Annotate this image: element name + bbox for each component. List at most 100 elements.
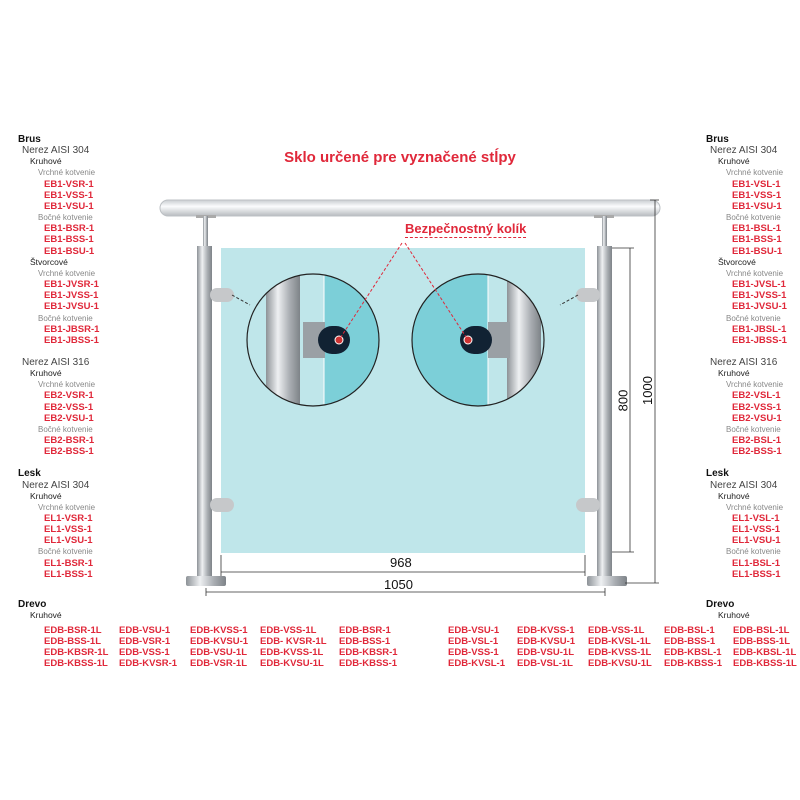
product-code: EB1-BSU-1 xyxy=(44,245,95,257)
product-code: EDB-KVSU-1 xyxy=(190,636,249,648)
glass-clamps xyxy=(210,288,600,512)
product-code: EB1-JVSU-1 xyxy=(732,301,787,313)
material-heading: Nerez AISI 304 xyxy=(710,145,778,157)
mounting-type-label: Bočné kotvenie xyxy=(726,313,781,323)
product-code: EB2-VSL-1 xyxy=(732,390,781,402)
product-code: EDB-BSS-1L xyxy=(44,636,102,648)
safety-pin-label: Bezpečnostný kolík xyxy=(405,221,527,238)
mounting-type-label: Bočné kotvenie xyxy=(726,424,781,434)
product-code: EB1-JVSR-1 xyxy=(44,279,99,291)
spacer xyxy=(18,346,99,357)
product-code: EDB-KVSU-1L xyxy=(260,658,324,670)
product-code: EDB-VSL-1 xyxy=(448,636,499,648)
product-code: EB1-BSS-1 xyxy=(732,234,782,246)
product-code: EDB-VSS-1 xyxy=(448,647,499,659)
mounting-type-label: Vrchné kotvenie xyxy=(38,380,96,390)
drevo-heading: Drevo xyxy=(18,599,47,610)
material-heading: Nerez AISI 304 xyxy=(22,145,90,157)
product-code: EDB-KVSU-1 xyxy=(517,636,576,648)
product-code: EB2-BSS-1 xyxy=(44,446,94,458)
shape-heading: Štvorcové xyxy=(30,256,68,267)
product-code: EB2-VSS-1 xyxy=(732,401,782,413)
handrail xyxy=(159,199,661,217)
product-code: EDB-KBSR-1L xyxy=(44,647,109,659)
product-code: EDB-BSL-1L xyxy=(733,625,790,636)
mounting-type-label: Vrchné kotvenie xyxy=(38,268,96,278)
product-code: EDB-KVSS-1L xyxy=(260,647,324,659)
mounting-type-label: Bočné kotvenie xyxy=(38,313,93,323)
product-code: EDB-VSU-1L xyxy=(190,647,248,659)
product-code: EL1-BSS-1 xyxy=(44,568,93,580)
dimension-lines xyxy=(205,199,659,596)
mounting-type-label: Vrchné kotvenie xyxy=(726,268,784,278)
material-heading: Nerez AISI 316 xyxy=(710,356,778,368)
material-heading: Nerez AISI 304 xyxy=(710,479,778,491)
shape-heading: Kruhové xyxy=(718,156,750,167)
product-code: EDB-KVSS-1L xyxy=(588,647,652,659)
product-code: EDB-BSS-1L xyxy=(733,636,791,648)
product-code: EB1-JVSS-1 xyxy=(44,290,99,302)
mounting-type-label: Bočné kotvenie xyxy=(726,213,781,223)
product-code: EDB-KBSS-1L xyxy=(733,658,797,670)
product-code: EDB-KVSS-1 xyxy=(190,625,248,636)
product-code: EL1-BSS-1 xyxy=(732,568,781,580)
shape-heading: Kruhové xyxy=(30,490,62,501)
product-code: EB2-BSS-1 xyxy=(732,446,782,458)
finish-heading: Brus xyxy=(18,134,41,145)
product-code: EL1-BSL-1 xyxy=(732,557,781,569)
product-code: EDB-VSU-1L xyxy=(517,647,575,659)
product-code: EDB-VSL-1L xyxy=(517,658,573,670)
shape-heading: Kruhové xyxy=(30,156,62,167)
total-height-dimension: 1000 xyxy=(639,376,655,405)
product-code: EB1-BSU-1 xyxy=(732,245,783,257)
mounting-type-label: Bočné kotvenie xyxy=(38,213,93,223)
product-code: EDB- KVSR-1L xyxy=(260,636,327,648)
product-code: EDB-VSR-1 xyxy=(119,636,171,648)
shape-heading: Kruhové xyxy=(30,368,62,379)
product-code: EDB-BSR-1 xyxy=(339,625,391,636)
product-code: EB1-BSS-1 xyxy=(44,234,94,246)
product-code: EB1-JBSS-1 xyxy=(732,334,787,346)
drevo-heading: Drevo xyxy=(706,599,735,610)
leader-lines xyxy=(231,242,579,341)
product-code: EB2-VSU-1 xyxy=(732,412,782,424)
product-code: EL1-VSR-1 xyxy=(44,513,93,524)
product-code: EDB-KVSR-1 xyxy=(119,658,178,670)
mounting-type-label: Bočné kotvenie xyxy=(38,547,93,557)
drevo-left-header: Drevo Kruhové xyxy=(18,599,62,621)
product-code: EDB-KVSL-1 xyxy=(448,658,506,670)
mounting-type-label: Vrchné kotvenie xyxy=(38,502,96,512)
product-code: EDB-VSS-1 xyxy=(119,647,170,659)
product-code: EDB-VSU-1 xyxy=(119,625,171,636)
drevo-right-header: Drevo Kruhové xyxy=(706,599,750,621)
shape-heading: Kruhové xyxy=(718,368,750,379)
finish-heading: Lesk xyxy=(18,468,41,480)
mounting-type-label: Vrchné kotvenie xyxy=(38,168,96,178)
post-spacing-dimension: 1050 xyxy=(384,577,413,592)
product-code: EB2-VSS-1 xyxy=(44,401,94,413)
product-code: EB1-JBSL-1 xyxy=(732,323,787,335)
left-post xyxy=(186,215,226,586)
product-code: EB1-JBSR-1 xyxy=(44,323,100,335)
product-code: EL1-BSR-1 xyxy=(44,557,94,569)
mounting-type-label: Vrchné kotvenie xyxy=(726,168,784,178)
shape-heading: Štvorcové xyxy=(718,256,756,267)
product-code: EL1-VSL-1 xyxy=(732,513,780,524)
spacer xyxy=(18,457,99,468)
product-code: EDB-VSU-1 xyxy=(448,625,500,636)
product-code: EDB-KBSR-1 xyxy=(339,647,398,659)
product-code: EB1-BSL-1 xyxy=(732,223,782,235)
spacer xyxy=(706,457,787,468)
diagram-title: Sklo určené pre vyznačené stĺpy xyxy=(284,149,516,166)
right-post xyxy=(587,215,627,586)
